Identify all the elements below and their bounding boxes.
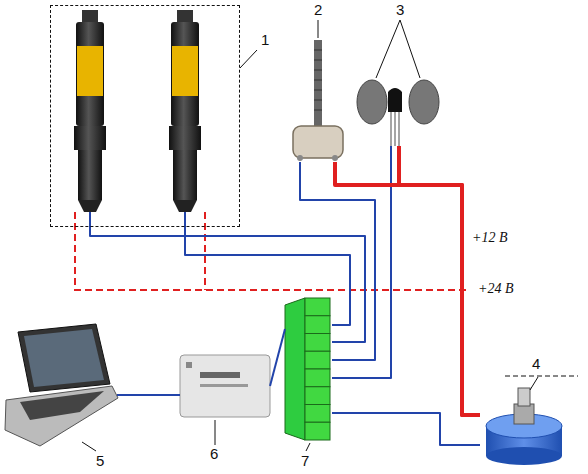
- callout-number: 1: [261, 32, 269, 48]
- wire: [90, 212, 185, 227]
- voltage-label: +24 В: [476, 281, 516, 297]
- hall-sensor: [357, 80, 439, 146]
- wire: [117, 394, 180, 396]
- supply-wire: [75, 212, 470, 290]
- pressure-sensor: [169, 10, 201, 212]
- callout-number: 3: [396, 2, 404, 18]
- device-area: 2: [293, 38, 345, 162]
- callout-number: 6: [210, 446, 218, 462]
- leader-line: [505, 376, 578, 377]
- wire: [332, 146, 391, 378]
- laptop: [5, 324, 118, 446]
- adc-module: [180, 355, 270, 417]
- wire: [300, 162, 375, 360]
- leader-line: [376, 20, 420, 78]
- leader-line: [530, 377, 538, 390]
- leader-line: [318, 20, 319, 38]
- force-sensor: [293, 40, 343, 161]
- leader-line: [82, 442, 96, 451]
- callout-number: 7: [301, 453, 309, 469]
- callout-number: 5: [96, 453, 104, 469]
- device-area: 4: [480, 385, 568, 465]
- pressure-sensor: [74, 10, 106, 212]
- wire: [270, 329, 285, 386]
- wire: [399, 146, 480, 415]
- device-area: 7: [285, 298, 332, 440]
- device-area: 5: [5, 322, 117, 447]
- callout-number: 2: [314, 2, 322, 18]
- device-area: 1: [50, 5, 240, 227]
- wire: [332, 413, 480, 445]
- voltage-label: +12 В: [470, 230, 510, 246]
- wire: [335, 162, 480, 415]
- wire: [90, 227, 365, 342]
- terminal-block: [285, 298, 330, 440]
- leader-line: [240, 50, 257, 68]
- wire: [185, 227, 350, 325]
- leader-line: [306, 443, 310, 451]
- device-area: 3: [350, 78, 445, 146]
- leader-line: [215, 420, 216, 445]
- potentiometer: [486, 388, 562, 465]
- callout-number: 4: [532, 356, 540, 372]
- device-area: 6: [180, 355, 270, 417]
